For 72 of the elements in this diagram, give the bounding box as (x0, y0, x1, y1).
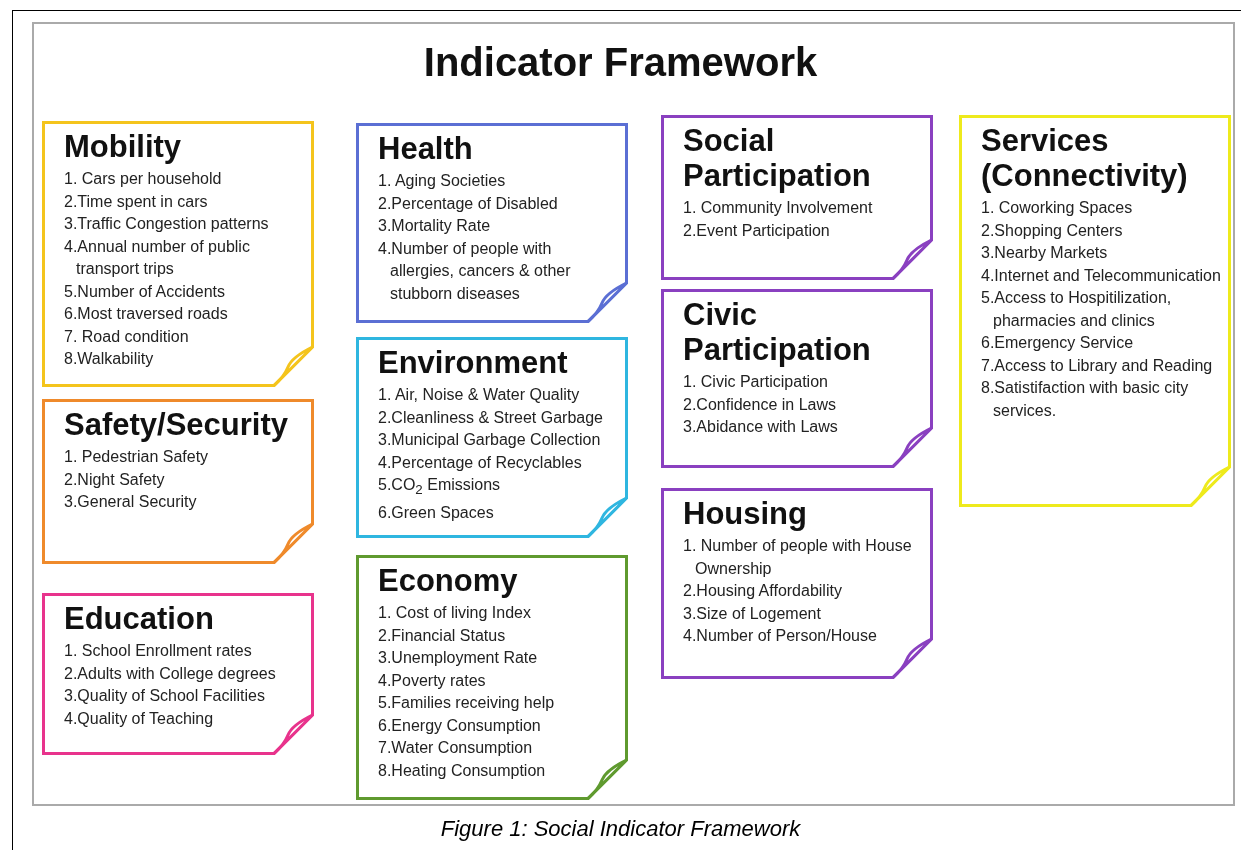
list-item: 5.Number of Accidents (64, 281, 226, 302)
list-item: 6.Emergency Service (981, 333, 1135, 353)
list-item: 2.Shopping Centers (981, 220, 1124, 241)
list-item: 2.Night Safety (64, 469, 166, 490)
list-item: 1. School Enrollment rates (64, 641, 253, 661)
note-card (661, 488, 933, 679)
list-item: 4.Annual number of public transport trips (64, 236, 251, 279)
list-item: 1. Cost of living Index (378, 603, 532, 623)
list-item: 1. Aging Societies (378, 171, 507, 191)
list-item: 2.Percentage of Disabled (378, 193, 559, 214)
note-card (42, 399, 314, 564)
note-card (356, 123, 628, 323)
card-heading: Mobility (64, 129, 182, 164)
list-item: 3.Municipal Garbage Collection (378, 430, 602, 450)
list-item: 5.CO$_{2}$ Emissions (378, 475, 502, 500)
list-item: 2.Financial Status (378, 625, 507, 646)
card-heading: Safety/Security (64, 407, 288, 442)
list-item: 1. Community Involvement (683, 198, 874, 218)
list-item: 3.General Security (64, 492, 198, 512)
list-item: 8.Heating Consumption (378, 760, 547, 781)
list-item: 1. Coworking Spaces (981, 198, 1134, 218)
title: Indicator Framework (423, 40, 818, 85)
note-card (661, 115, 933, 280)
list-item: 7.Access to Library and Reading (981, 355, 1214, 376)
card-heading: Environment (378, 345, 568, 380)
list-item: 3.Unemployment Rate (378, 648, 539, 668)
card-heading: Housing (683, 496, 807, 531)
list-item: 4.Percentage of Recyclables (378, 452, 583, 473)
note-card (42, 593, 314, 755)
card-heading: Social Participation (683, 123, 872, 193)
note-card (959, 115, 1231, 507)
list-item: 3.Abidance with Laws (683, 417, 839, 437)
caption: Figure 1: Social Indicator Framework (440, 816, 801, 842)
list-item: 8.Walkability (64, 349, 155, 369)
list-item: 1. Air, Noise & Water Quality (378, 385, 581, 405)
list-item: 4.Number of Person/House (683, 626, 878, 646)
note-card (661, 289, 933, 468)
list-item: 7. Road condition (64, 326, 190, 347)
list-item: 1. Number of people with House Ownership (683, 536, 913, 579)
list-item: 8.Satistifaction with basic city services. (981, 378, 1190, 421)
list-item: 5.Families receiving help (378, 693, 556, 713)
list-item: 2.Event Participation (683, 220, 831, 241)
list-item: 6.Green Spaces (378, 502, 495, 523)
list-item: 7.Water Consumption (378, 738, 534, 758)
list-item: 3.Size of Logement (683, 603, 822, 624)
list-item: 4.Poverty rates (378, 670, 487, 691)
card-heading: Services (Connectivity) (981, 123, 1189, 193)
list-item: 2.Housing Affordability (683, 581, 843, 601)
list-item: 4.Number of people with allergies, cancers & other stubborn diseases (378, 238, 572, 304)
note-card (42, 121, 314, 387)
list-item: 2.Adults with College degrees (64, 663, 277, 684)
list-item: 3.Traffic Congestion patterns (64, 214, 270, 234)
card-heading: Health (378, 131, 473, 166)
list-item: 1. Civic Participation (683, 372, 829, 392)
note-card (356, 337, 628, 538)
list-item: 4.Internet and Telecommunication (981, 265, 1221, 286)
card-heading: Economy (378, 563, 518, 598)
list-item: 3.Quality of School Facilities (64, 686, 266, 706)
list-item: 6.Energy Consumption (378, 715, 542, 736)
list-item: 5.Access to Hospitilization, pharmacies and clinics (981, 288, 1173, 331)
list-item: 3.Mortality Rate (378, 216, 492, 236)
list-item: 1. Cars per household (64, 169, 223, 189)
list-item: 2.Confidence in Laws (683, 394, 837, 415)
card-heading: Civic Participation (683, 297, 872, 367)
card-heading: Education (64, 601, 214, 636)
list-item: 4.Quality of Teaching (64, 708, 215, 729)
list-item: 3.Nearby Markets (981, 243, 1109, 263)
list-item: 2.Time spent in cars (64, 191, 209, 212)
list-item: 6.Most traversed roads (64, 304, 229, 324)
list-item: 2.Cleanliness & Street Garbage (378, 407, 604, 428)
note-card (356, 555, 628, 800)
list-item: 1. Pedestrian Safety (64, 447, 210, 467)
